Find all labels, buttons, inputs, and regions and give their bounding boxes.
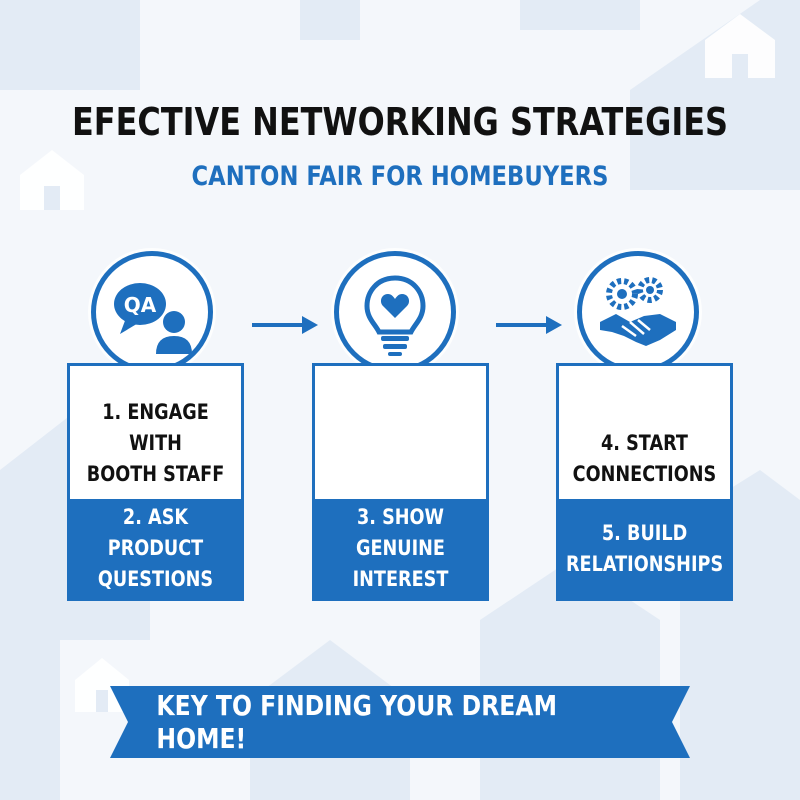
step-card-2: 3. SHOW GENUINE INTEREST [312, 363, 489, 601]
step-1-label: 1. ENGAGE WITH BOOTH STAFF [86, 400, 225, 486]
ribbon-shape [110, 686, 690, 758]
step-2-label: 2. ASK PRODUCT QUESTIONS [97, 505, 214, 591]
card-bottom-section: 2. ASK PRODUCT QUESTIONS [70, 499, 241, 598]
page-subtitle: CANTON FAIR FOR HOMEBUYERS [191, 161, 609, 192]
card-top-section [315, 366, 486, 502]
step-5-label: 5. BUILD RELATIONSHIPS [565, 520, 724, 576]
lightbulb-heart-icon [364, 275, 426, 356]
qa-speech-bubble-person-icon: QA [114, 283, 192, 354]
qa-badge-text: QA [124, 293, 157, 317]
bottom-banner: KEY TO FINDING YOUR DREAM HOME! [110, 686, 690, 758]
step-card-1: 1. ENGAGE WITH BOOTH STAFF 2. ASK PRODUC… [67, 363, 244, 601]
step-4-label: 4. START CONNECTIONS [572, 431, 717, 486]
banner-text: KEY TO FINDING YOUR DREAM HOME! [156, 689, 557, 755]
step-card-3: 4. START CONNECTIONS 5. BUILD RELATIONSH… [556, 363, 733, 601]
card-top-section: 1. ENGAGE WITH BOOTH STAFF [70, 366, 241, 502]
page-title: EFECTIVE NETWORKING STRATEGIES [72, 100, 728, 144]
step-3-label: 3. SHOW GENUINE INTEREST [352, 505, 449, 591]
arrow-right-icon [252, 316, 318, 334]
step2-icon-circle [334, 251, 456, 373]
arrow-right-icon [496, 316, 562, 334]
card-top-section: 4. START CONNECTIONS [559, 366, 730, 502]
card-bottom-section: 5. BUILD RELATIONSHIPS [559, 499, 730, 598]
step1-icon-circle: QA [91, 251, 213, 373]
gears-handshake-icon [600, 277, 676, 346]
card-bottom-section: 3. SHOW GENUINE INTEREST [315, 499, 486, 598]
step3-icon-circle [577, 251, 699, 373]
